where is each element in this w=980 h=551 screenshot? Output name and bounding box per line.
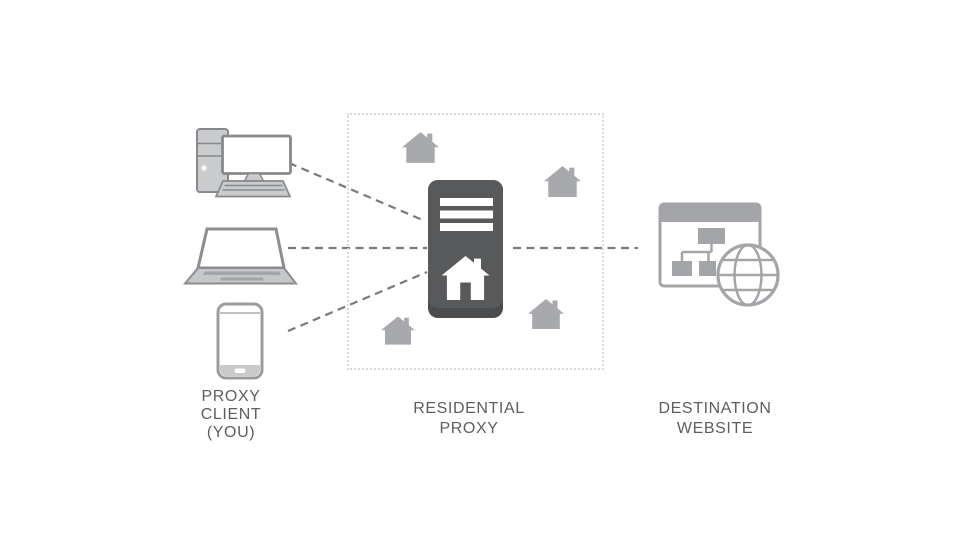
keyboard-icon: [214, 180, 292, 198]
monitor-icon: [221, 134, 292, 182]
home-icon: [441, 256, 490, 300]
globe-icon: [716, 243, 780, 307]
residential-proxy-label: RESIDENTIAL PROXY: [413, 400, 525, 437]
house-icon: [528, 299, 564, 329]
house-icon: [402, 132, 439, 163]
connection-phone-to-proxy: [287, 270, 428, 333]
connection-desktop-to-proxy: [288, 161, 426, 223]
sitemap-icon: [672, 228, 725, 276]
smartphone-icon: [216, 302, 264, 380]
proxy-server-icon: [428, 180, 503, 318]
server-slots: [440, 198, 493, 231]
residential-proxy-zone: [347, 113, 604, 370]
proxy-client-label: PROXY CLIENT (YOU): [200, 388, 262, 441]
destination-website-label: DESTINATION WEBSITE: [658, 400, 772, 437]
desktop-computer-icon: [196, 128, 292, 198]
browser-window-icon: [658, 202, 762, 288]
house-icon: [381, 316, 415, 345]
house-icon: [543, 166, 582, 197]
destination-website-icon: [658, 202, 780, 307]
laptop-icon: [183, 227, 298, 285]
